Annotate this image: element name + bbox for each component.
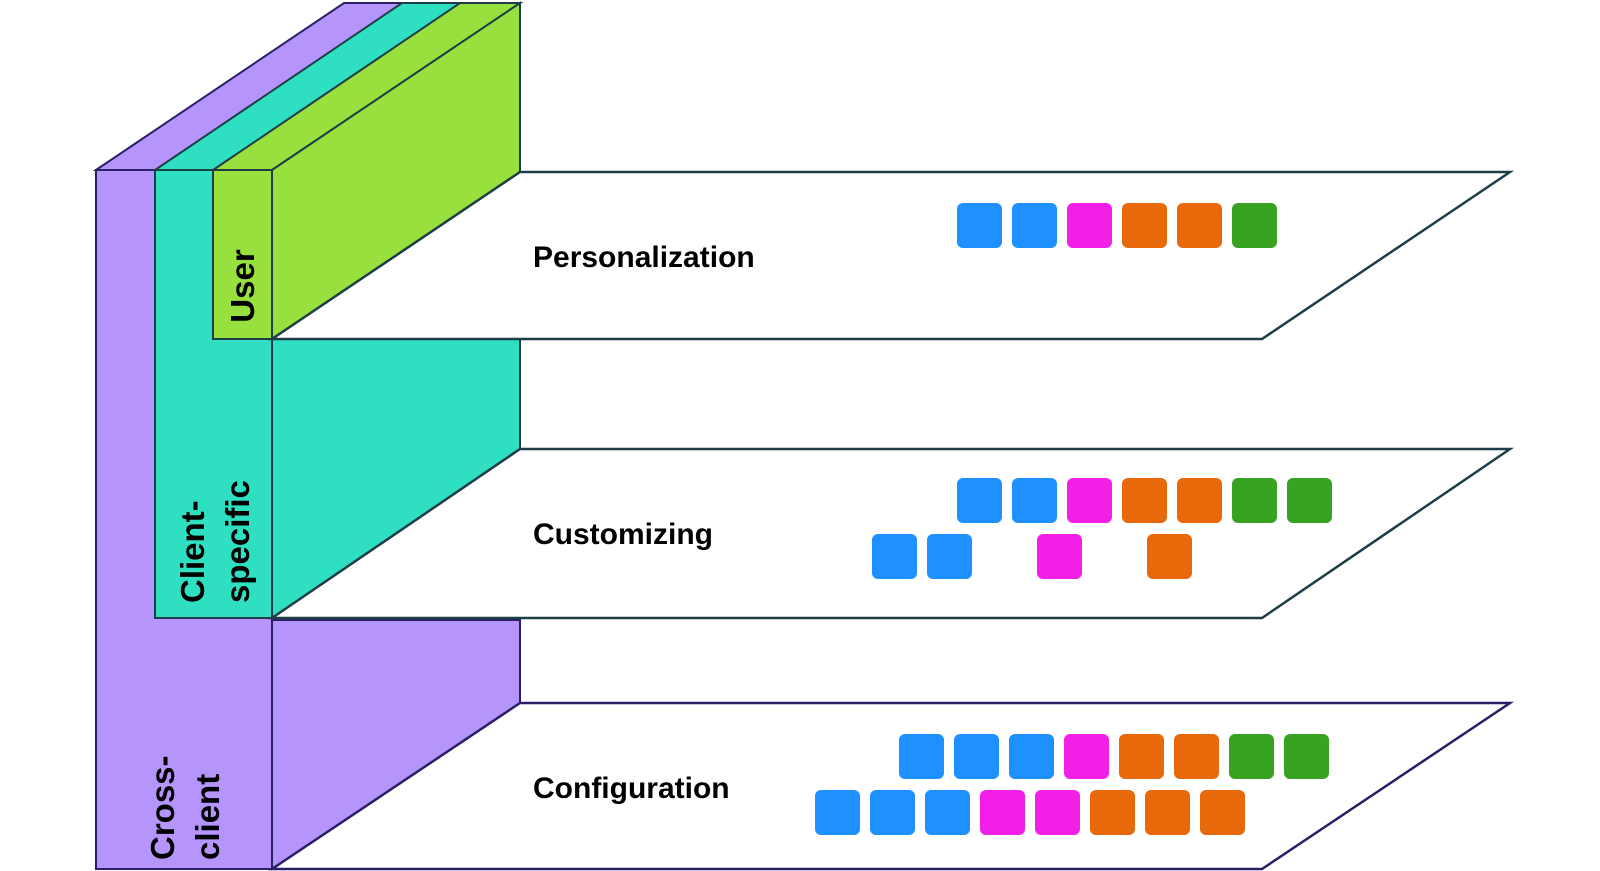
blue-block: [957, 203, 1002, 248]
magenta-block: [1067, 203, 1112, 248]
blue-block: [899, 734, 944, 779]
blue-block: [1012, 478, 1057, 523]
blue-block: [925, 790, 970, 835]
magenta-block: [1067, 478, 1112, 523]
blue-block: [954, 734, 999, 779]
orange-block: [1122, 203, 1167, 248]
panel-blocks: [815, 734, 1329, 835]
orange-block: [1122, 478, 1167, 523]
panel-configuration: Configuration: [267, 701, 1515, 871]
magenta-block: [1035, 790, 1080, 835]
green-block: [1232, 478, 1277, 523]
panel-personalization: Personalization: [267, 170, 1515, 341]
cross-client-label-line2: client: [189, 774, 226, 860]
green-block: [1287, 478, 1332, 523]
panel-label: Personalization: [533, 241, 755, 274]
magenta-block: [1064, 734, 1109, 779]
user-label: User: [224, 249, 261, 323]
cross-client-label: Cross-client: [144, 755, 226, 860]
blue-block: [1012, 203, 1057, 248]
orange-block: [1200, 790, 1245, 835]
orange-block: [1177, 203, 1222, 248]
green-block: [1229, 734, 1274, 779]
orange-block: [1177, 478, 1222, 523]
client-specific-label-line2: specific: [219, 480, 256, 603]
client-specific-label-line1: Client-: [174, 500, 211, 603]
blue-block: [872, 534, 917, 579]
panel-label: Configuration: [533, 772, 730, 805]
magenta-block: [980, 790, 1025, 835]
orange-block: [1090, 790, 1135, 835]
panel-blocks: [872, 478, 1332, 579]
green-block: [1284, 734, 1329, 779]
panel-blocks: [957, 203, 1277, 248]
cross-client-label-line1: Cross-: [144, 755, 181, 860]
orange-block: [1174, 734, 1219, 779]
orange-block: [1147, 534, 1192, 579]
orange-block: [1145, 790, 1190, 835]
orange-block: [1119, 734, 1164, 779]
user-layer: User: [209, 1, 524, 341]
blue-block: [1009, 734, 1054, 779]
blue-block: [870, 790, 915, 835]
blue-block: [927, 534, 972, 579]
magenta-block: [1037, 534, 1082, 579]
blue-block: [815, 790, 860, 835]
green-block: [1232, 203, 1277, 248]
client-specific-label: Client-specific: [174, 480, 256, 603]
panel-label: Customizing: [533, 518, 713, 551]
blue-block: [957, 478, 1002, 523]
panel-customizing: Customizing: [267, 447, 1515, 620]
